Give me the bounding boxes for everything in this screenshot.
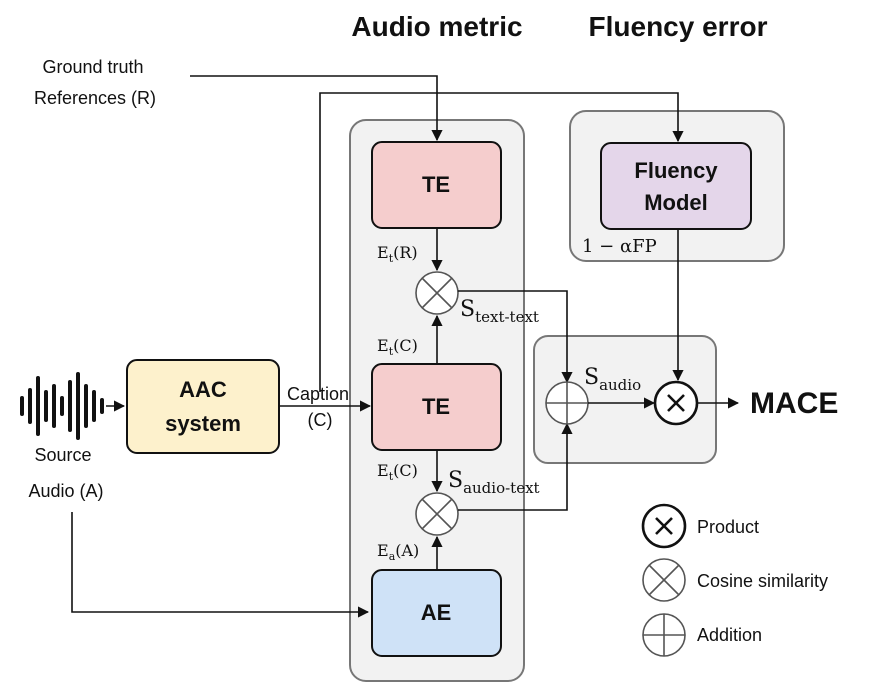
caption-label-line2: (C) — [308, 410, 333, 430]
mace-output-label: MACE — [750, 387, 838, 420]
fluency-penalty-label: 1 − αFP — [582, 236, 657, 257]
et-c-lower-label: Et(C) — [377, 461, 418, 483]
caption-label-line1: Caption — [287, 384, 349, 404]
waveform-icon — [20, 372, 104, 440]
addition-icon — [545, 381, 589, 425]
fluency-label-line1: Fluency — [634, 158, 718, 183]
s-audio-text-arrow — [458, 422, 573, 511]
audio-to-ae-arrow — [71, 512, 370, 618]
te-top-label: TE — [422, 172, 450, 197]
aac-label-line1: AAC — [179, 377, 227, 402]
fluency-model-block — [600, 142, 752, 230]
legend-addition-icon — [642, 613, 686, 657]
cosine-similarity-upper-icon — [415, 271, 459, 315]
caption-to-fluency-arrow — [319, 92, 684, 392]
fluency-label-line2: Model — [644, 190, 708, 215]
references-label-line1: Ground truth — [42, 57, 143, 77]
references-label-line2: References (R) — [34, 88, 156, 108]
fluency-error-heading: Fluency error — [589, 11, 768, 42]
cosine-similarity-lower-icon — [415, 492, 459, 536]
s-text-text-arrow — [458, 290, 573, 384]
legend-product-icon — [641, 503, 687, 549]
et-c-upper-label: Et(C) — [377, 336, 418, 358]
product-icon — [653, 380, 699, 426]
aac-label-line2: system — [165, 411, 241, 436]
legend-addition-label: Addition — [697, 625, 762, 645]
legend-cosine-label: Cosine similarity — [697, 571, 828, 591]
aac-system-block — [126, 359, 280, 454]
ae-label: AE — [421, 600, 452, 625]
references-to-te-arrow — [190, 75, 443, 142]
source-label-line2: Audio (A) — [28, 481, 103, 501]
audio-metric-heading: Audio metric — [351, 11, 522, 42]
te-mid-label: TE — [422, 394, 450, 419]
combination-group — [533, 335, 717, 464]
legend-product-label: Product — [697, 517, 759, 537]
legend-cosine-icon — [642, 558, 686, 602]
legend: Product Cosine similarity Addition — [641, 503, 828, 657]
et-r-label: Et(R) — [377, 243, 418, 265]
ea-a-label: Ea(A) — [377, 541, 419, 563]
s-text-text-label: Stext-text — [460, 297, 539, 326]
source-label-line1: Source — [34, 445, 91, 465]
audio-encoder-block — [371, 569, 502, 657]
